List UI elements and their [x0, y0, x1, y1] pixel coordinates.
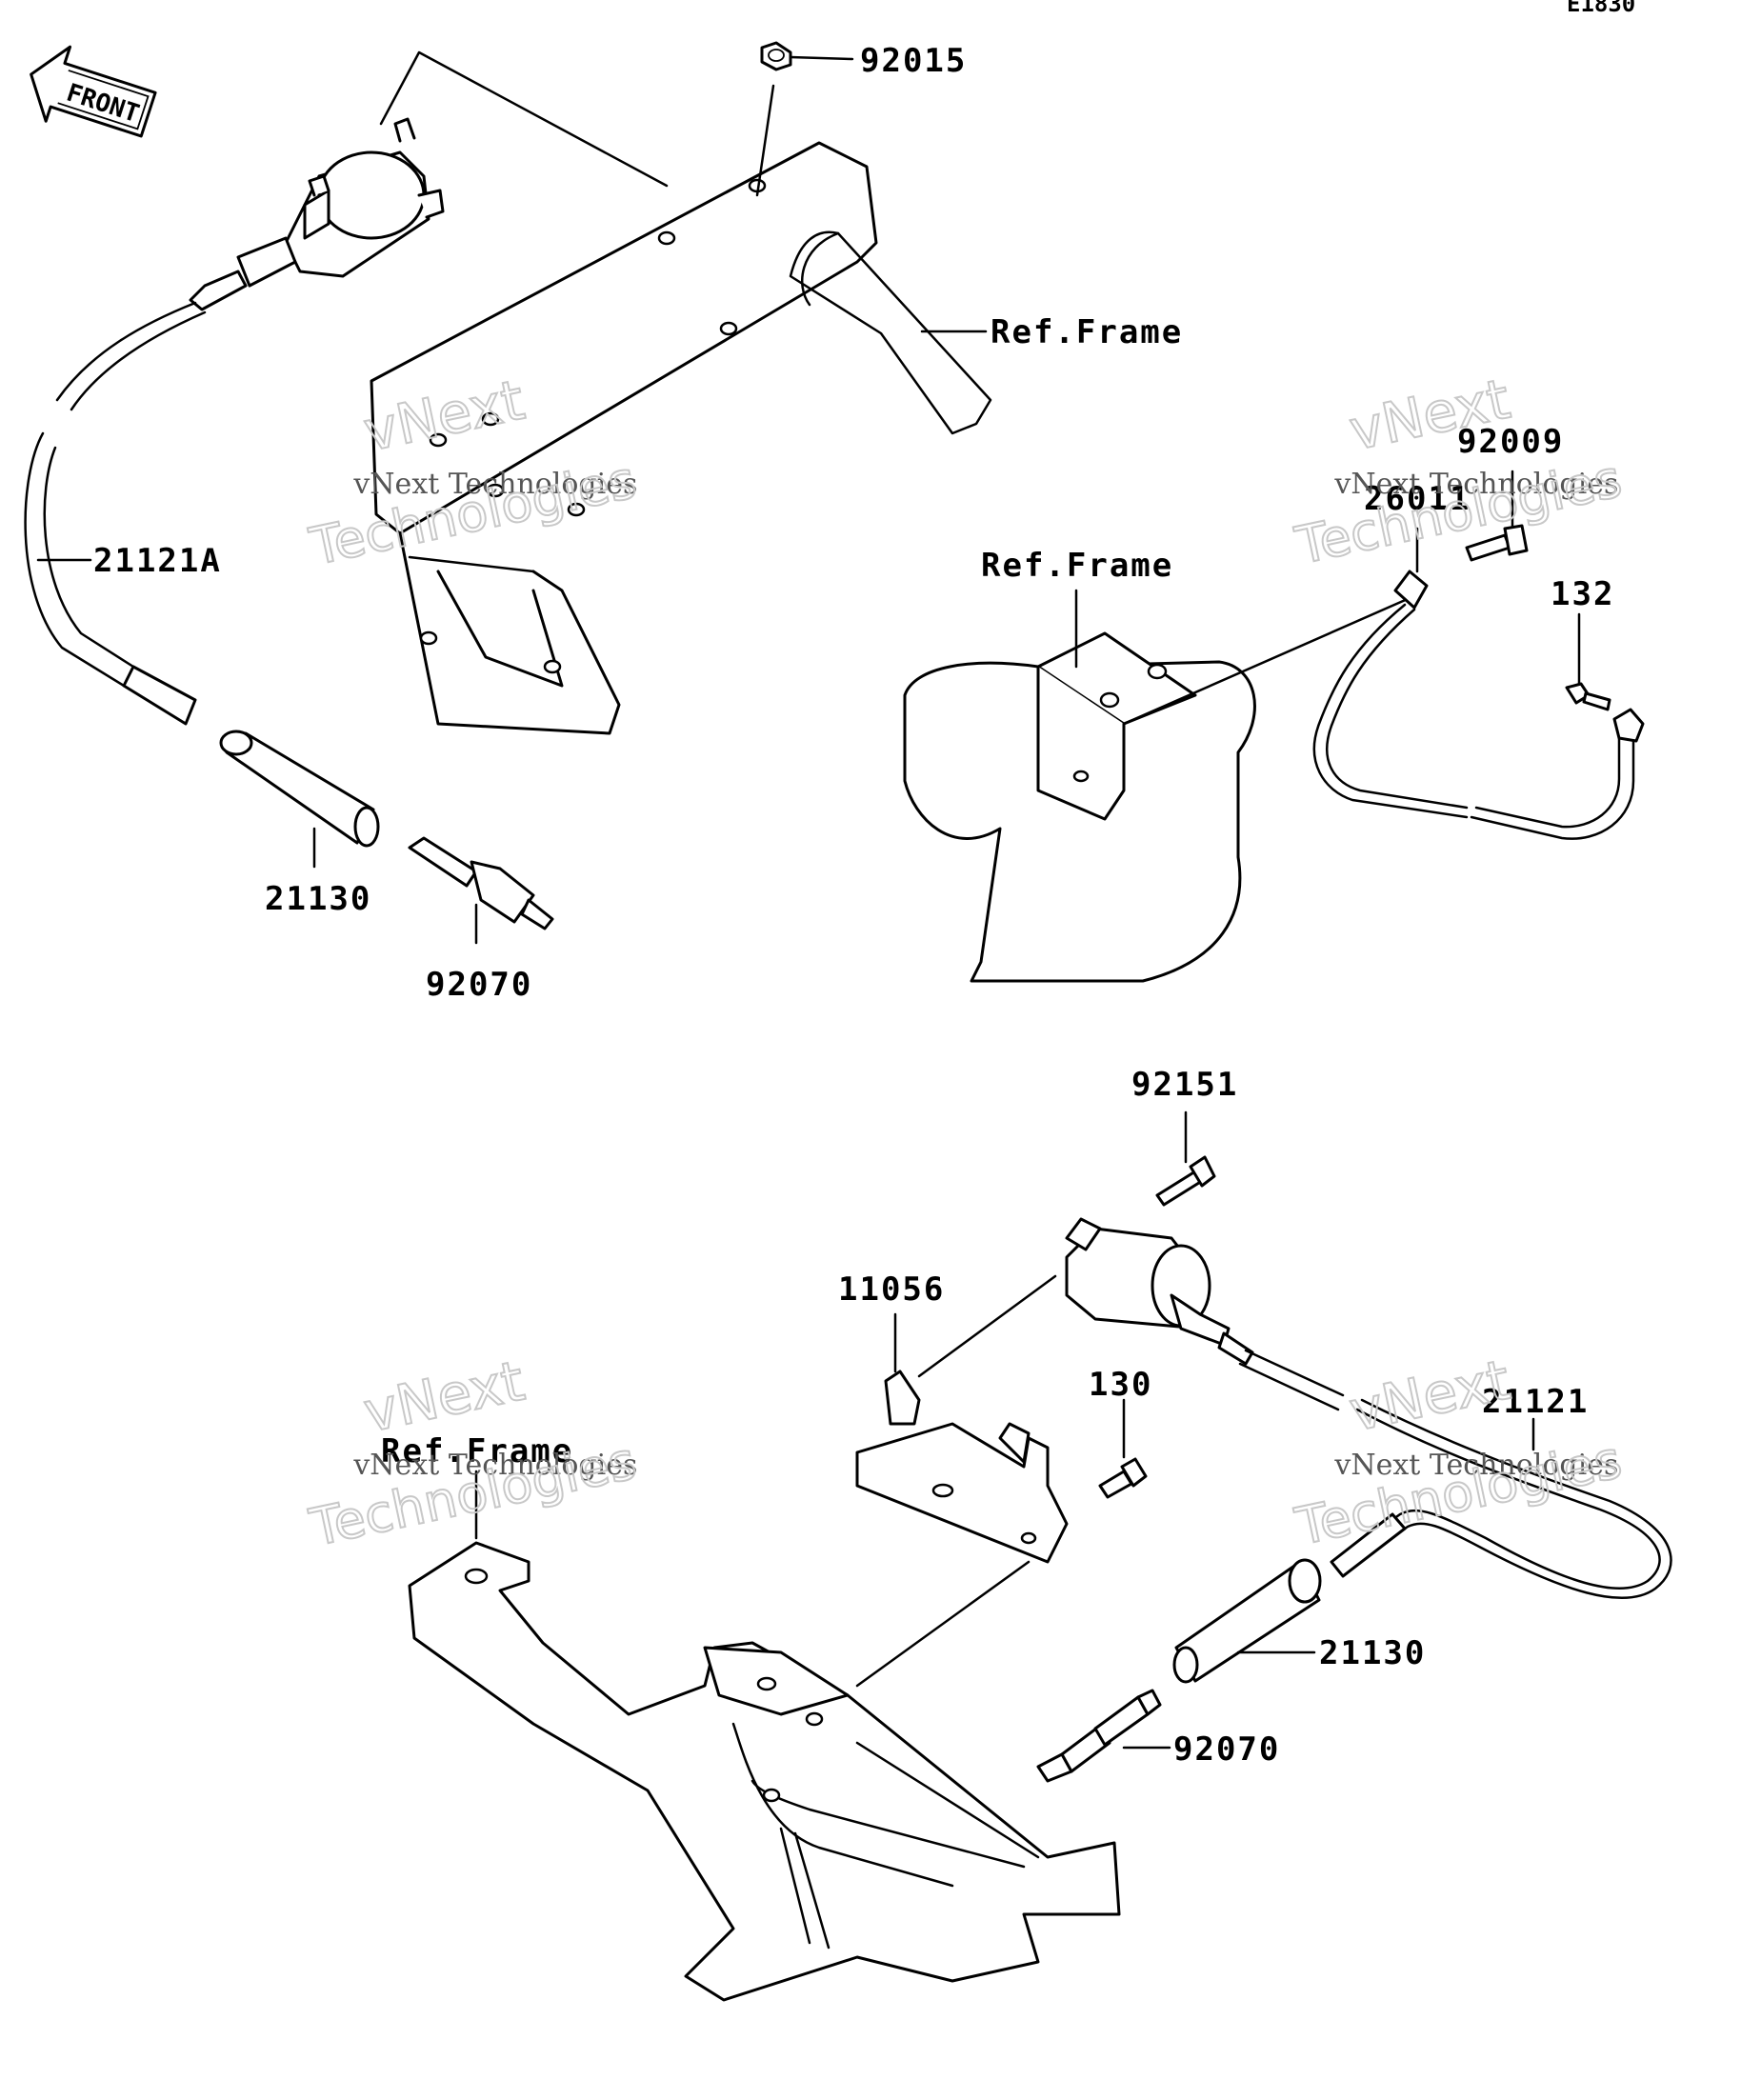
nut-92015	[755, 41, 854, 197]
plug-cap-bottom	[1172, 1558, 1322, 1684]
ignition-coil-top	[236, 117, 445, 288]
bracket-11056	[855, 1370, 1069, 1564]
part-label-92015: 92015	[860, 42, 967, 80]
part-label-21121A: 21121A	[93, 542, 222, 580]
part-label-92070-top: 92070	[426, 966, 532, 1004]
ref-frame-label-2: Ref.Frame	[981, 547, 1173, 585]
watermark-bottom-right: vNext vNext Technologies Technologies	[1290, 1347, 1628, 1558]
ground-lead	[1312, 570, 1645, 840]
frame-top-right	[903, 631, 1256, 983]
ref-frame-label-1: Ref.Frame	[991, 313, 1183, 351]
part-label-92151: 92151	[1131, 1066, 1238, 1104]
part-label-21121: 21121	[1482, 1383, 1589, 1421]
svg-text:vNext: vNext	[1344, 1348, 1515, 1445]
ignition-coil-bottom	[1065, 1217, 1345, 1411]
part-label-92009: 92009	[1457, 423, 1564, 461]
svg-text:vNext Technologies: vNext Technologies	[352, 468, 637, 501]
screw-92009	[1465, 524, 1529, 562]
svg-text:vNext Technologies: vNext Technologies	[1333, 468, 1618, 501]
part-label-26011: 26011	[1364, 480, 1471, 518]
svg-text:vNext Technologies: vNext Technologies	[352, 1449, 637, 1482]
leader-bracket-mount	[855, 1560, 1031, 1688]
spark-plug-top	[408, 836, 554, 930]
front-arrow-icon: FRONT	[30, 45, 157, 138]
watermark-top-right: vNext vNext Technologies Technologies	[1290, 366, 1628, 577]
part-label-21130-top: 21130	[265, 880, 371, 918]
part-label-92070-bottom: 92070	[1173, 1730, 1280, 1769]
part-label-132: 132	[1551, 575, 1614, 613]
ht-lead-bottom	[1330, 1398, 1672, 1600]
frame-bottom	[408, 1541, 1121, 2002]
frame-top-center	[370, 141, 992, 735]
leader-ground-mount	[1122, 596, 1411, 726]
leader-coil-top	[379, 50, 669, 188]
diagram-code: E1830	[1567, 0, 1635, 17]
bolt-92151	[1155, 1155, 1216, 1207]
ref-frame-label-3: Ref.Frame	[381, 1432, 573, 1470]
ht-lead-top	[24, 270, 248, 726]
part-label-130: 130	[1089, 1366, 1152, 1404]
plug-cap-top	[219, 730, 380, 848]
svg-text:vNext: vNext	[358, 1349, 530, 1446]
svg-text:vNext Technologies: vNext Technologies	[1333, 1449, 1618, 1482]
leader-coil-bracket	[917, 1274, 1057, 1378]
part-label-21130-bottom: 21130	[1319, 1634, 1426, 1672]
spark-plug-bottom	[1036, 1689, 1162, 1783]
part-label-11056: 11056	[838, 1270, 945, 1309]
bolt-130	[1098, 1457, 1148, 1499]
bolt-132	[1565, 682, 1611, 711]
